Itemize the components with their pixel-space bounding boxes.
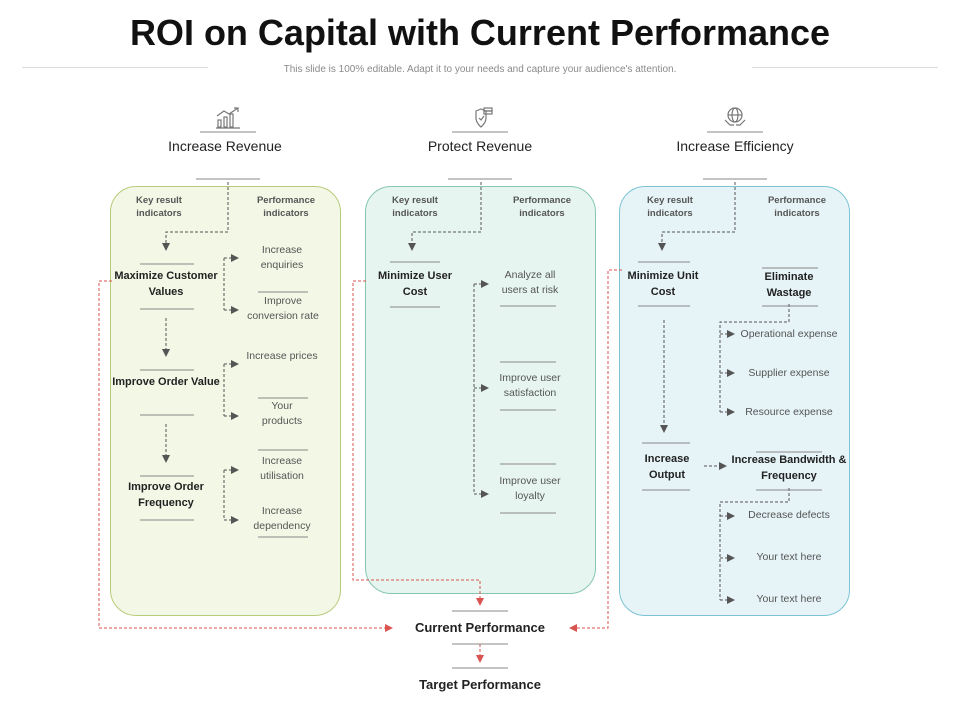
- kri-item: Maximize Customer Values: [114, 270, 218, 298]
- pi-item: Increase prices: [246, 350, 318, 362]
- shield-money-icon: [468, 106, 494, 130]
- pi-item: Improve user loyalty: [499, 475, 561, 502]
- kri-item: Minimize Unit Cost: [627, 270, 699, 298]
- pi-header: Performance indicators: [256, 195, 316, 219]
- pi-item: Increase utilisation: [260, 455, 304, 482]
- subtitle-rule-left: [22, 67, 208, 68]
- kri-header: Key result indicators: [392, 195, 438, 219]
- pi-header: Performance indicators: [512, 195, 572, 219]
- pi-item: Resource expense: [745, 406, 833, 418]
- pi-item: Your text here: [756, 593, 822, 605]
- chart-growth-icon: [215, 106, 241, 130]
- panel-protect-revenue: [365, 186, 596, 594]
- pi-item: Increase dependency: [253, 505, 311, 532]
- pi-item: Decrease defects: [748, 509, 830, 521]
- pi-item: Improve conversion rate: [247, 295, 319, 322]
- pi-item: Your text here: [756, 551, 822, 563]
- page-title: ROI on Capital with Current Performance: [129, 12, 831, 53]
- pi-item: Increase enquiries: [260, 244, 304, 271]
- pi-item: Improve user satisfaction: [499, 372, 561, 399]
- pi-group-head: Increase Bandwidth & Frequency: [731, 454, 847, 482]
- heading-increase-efficiency: Increase Efficiency: [676, 138, 794, 154]
- current-performance-label: Current Performance: [414, 620, 546, 635]
- pi-item: Supplier expense: [748, 367, 830, 379]
- pi-item: Your products: [261, 400, 303, 427]
- heading-increase-revenue: Increase Revenue: [168, 138, 282, 154]
- kri-header: Key result indicators: [647, 195, 693, 219]
- kri-item: Improve Order Frequency: [128, 481, 204, 509]
- heading-protect-revenue: Protect Revenue: [427, 138, 533, 154]
- subtitle-rule-right: [752, 67, 938, 68]
- kri-item: Increase Output: [644, 453, 690, 481]
- globe-hands-icon: [722, 106, 748, 130]
- kri-header: Key result indicators: [136, 195, 182, 219]
- pi-group-head: Eliminate Wastage: [764, 271, 814, 299]
- pi-item: Analyze all users at risk: [501, 269, 559, 296]
- panel-increase-efficiency: [619, 186, 850, 616]
- subtitle: This slide is 100% editable. Adapt it to…: [283, 64, 677, 75]
- pi-item: Operational expense: [740, 328, 838, 340]
- kri-item: Improve Order Value: [112, 376, 220, 388]
- kri-item: Minimize User Cost: [378, 270, 452, 298]
- target-performance-label: Target Performance: [419, 677, 541, 692]
- pi-header: Performance indicators: [767, 195, 827, 219]
